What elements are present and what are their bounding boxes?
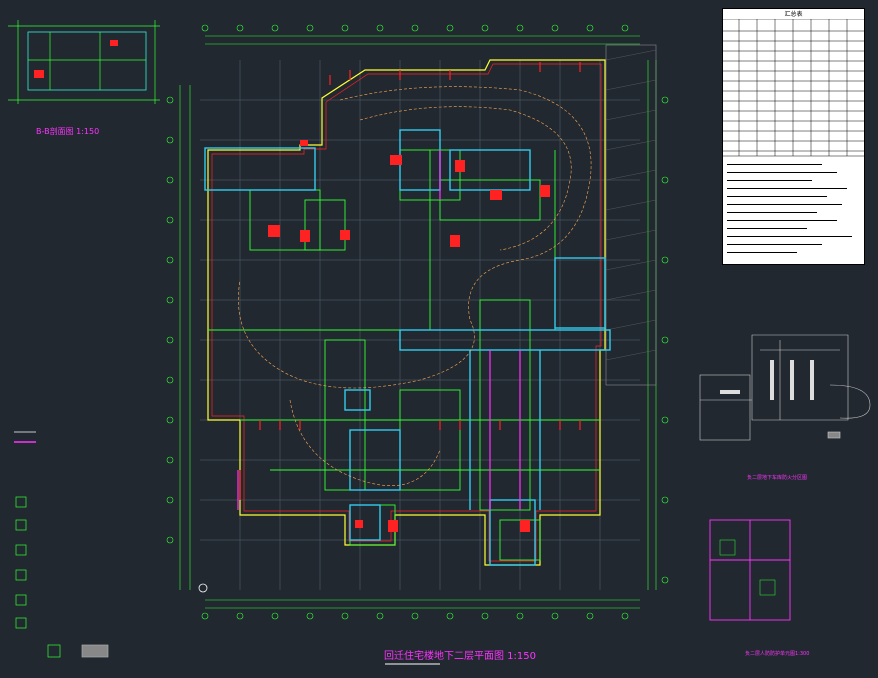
- red-parking-marks: [239, 62, 581, 500]
- partition-magenta: [237, 150, 521, 510]
- axis-grid-lines: [179, 35, 657, 609]
- red-fixtures: [268, 140, 550, 532]
- north-arrow-icon: [198, 583, 208, 593]
- inset1-title: 负二层地下车库防火分区图: [747, 475, 808, 481]
- legend-symbols: [14, 431, 109, 658]
- structural-grid: [200, 60, 640, 590]
- driving-lane: [238, 86, 592, 487]
- inset-civil-defense-plan: [709, 519, 791, 621]
- building-outline: [207, 59, 606, 566]
- inset-hatch: [720, 360, 814, 400]
- summary-table: 汇总表: [722, 8, 865, 265]
- inset2-title: 负二层人防防护单元图1:300: [745, 651, 810, 657]
- table-notes-lines: [727, 164, 852, 253]
- table-title: 汇总表: [784, 11, 803, 18]
- table-grid: [723, 19, 864, 253]
- section-title: B-B剖面图 1:150: [36, 127, 100, 136]
- axis-bubbles-top: [166, 24, 669, 620]
- section-drawing: [8, 20, 160, 104]
- inset-fire-zone-plan: [699, 334, 871, 441]
- interior-walls: [208, 149, 600, 561]
- ramp-hatch: [605, 44, 657, 386]
- main-title: 回迁住宅楼地下二层平面图 1:150: [384, 651, 536, 662]
